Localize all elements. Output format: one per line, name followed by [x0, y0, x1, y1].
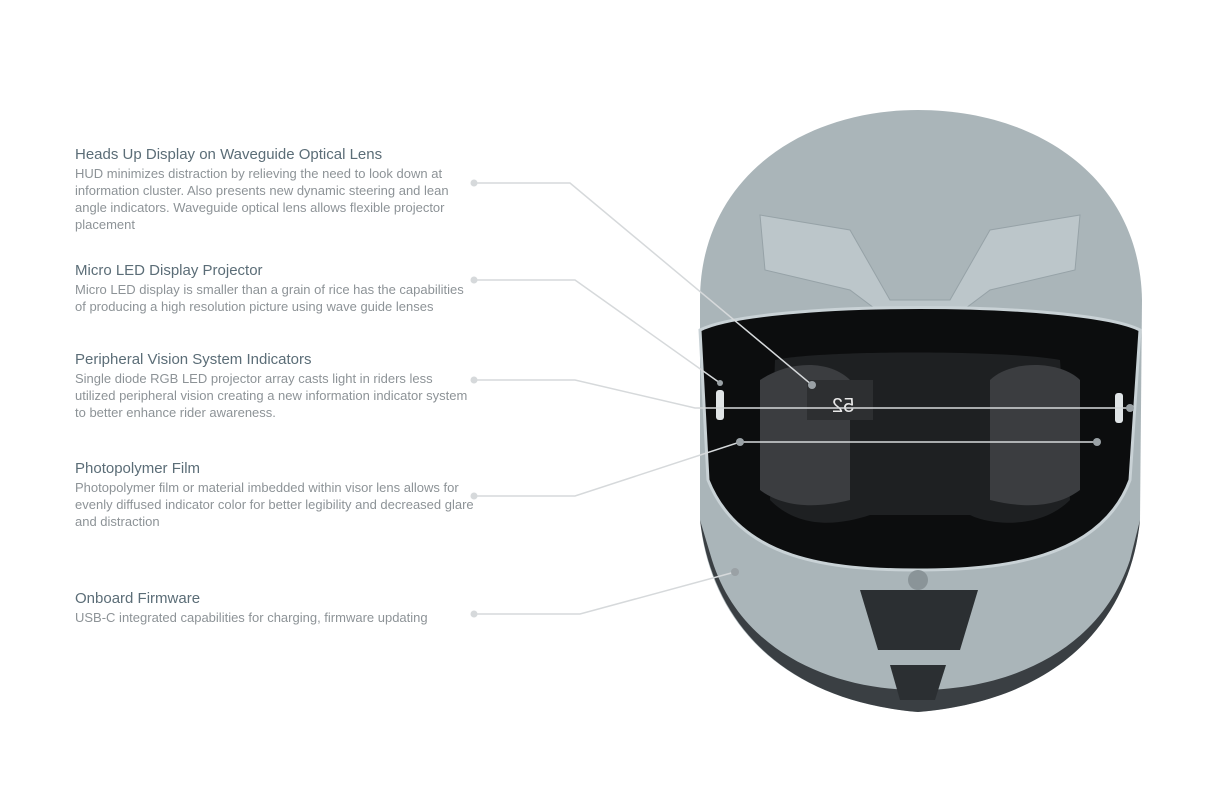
top-vent	[759, 214, 1081, 321]
feature-description: HUD minimizes distraction by relieving t…	[75, 166, 449, 232]
chin-vent	[860, 590, 978, 650]
feature-description: Photopolymer film or material imbedded w…	[75, 480, 474, 529]
leader-lines	[474, 182, 1130, 615]
hud-speed: 52	[832, 395, 854, 417]
feature-firmware: Onboard Firmware USB-C integrated capabi…	[75, 589, 475, 626]
feature-description: Single diode RGB LED projector array cas…	[75, 371, 468, 420]
feature-title: Heads Up Display on Waveguide Optical Le…	[75, 146, 383, 163]
feature-hud: Heads Up Display on Waveguide Optical Le…	[75, 145, 475, 233]
feature-title: Photopolymer Film	[75, 460, 201, 477]
feature-description: Micro LED display is smaller than a grai…	[75, 282, 464, 314]
feature-peripheral-vision: Peripheral Vision System Indicators Sing…	[75, 350, 475, 421]
feature-title: Peripheral Vision System Indicators	[75, 351, 312, 368]
feature-description: USB-C integrated capabilities for chargi…	[75, 610, 428, 625]
feature-photopolymer: Photopolymer Film Photopolymer film or m…	[75, 459, 475, 530]
hud-display	[807, 380, 873, 420]
feature-title: Micro LED Display Projector	[75, 262, 263, 279]
led-indicator-left	[716, 390, 724, 420]
feature-micro-led: Micro LED Display Projector Micro LED di…	[75, 261, 475, 315]
feature-title: Onboard Firmware	[75, 590, 201, 607]
